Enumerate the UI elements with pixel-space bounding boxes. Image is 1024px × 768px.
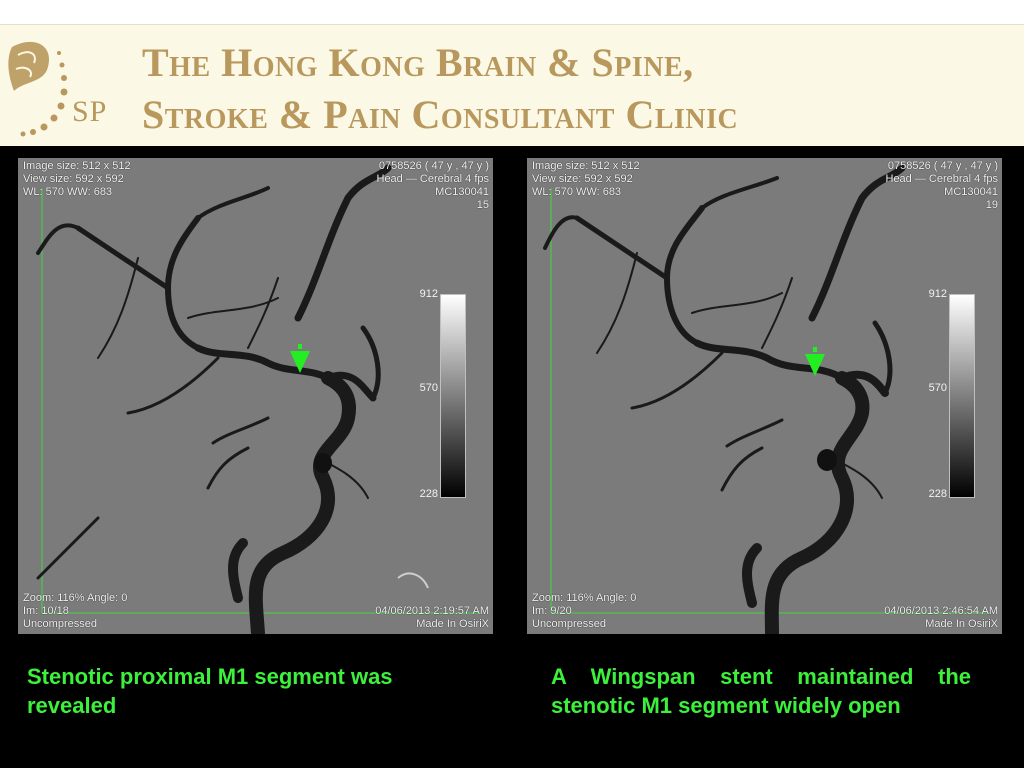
scale-min-label: 228 [928, 488, 947, 500]
overlay-bottom-right: 04/06/2013 2:46:54 AM Made In OsiriX [884, 605, 998, 630]
caption-after: A Wingspan stent maintained the stenotic… [551, 664, 971, 718]
angiogram-before-image [18, 158, 493, 634]
overlay-top-left: Image size: 512 x 512 View size: 592 x 5… [23, 160, 131, 198]
clinic-title-line-2: Stroke & Pain Consultant Clinic [142, 92, 739, 137]
overlay-bottom-left: Zoom: 116% Angle: 0 Im: 9/20 Uncompresse… [532, 592, 637, 630]
angiogram-after-image [527, 158, 1002, 634]
overlay-top-right: 0758526 ( 47 y , 47 y ) Head — Cerebral … [376, 160, 490, 211]
top-white-strip [0, 0, 1024, 24]
caption-before: Stenotic proximal M1 segment was reveale… [27, 664, 393, 718]
overlay-bottom-left: Zoom: 116% Angle: 0 Im: 10/18 Uncompress… [23, 592, 128, 630]
stenosis-arrow-icon [290, 351, 310, 373]
grayscale-bar [440, 294, 466, 498]
angiogram-before-panel: Image size: 512 x 512 View size: 592 x 5… [18, 158, 493, 634]
brain-spine-logo-icon [8, 41, 68, 137]
clinic-banner: SP The Hong Kong Brain & Spine, Stroke &… [0, 24, 1024, 146]
angiogram-after-panel: Image size: 512 x 512 View size: 592 x 5… [527, 158, 1002, 634]
scale-min-label: 228 [419, 488, 438, 500]
scale-mid-label: 570 [928, 382, 947, 394]
overlay-top-right: 0758526 ( 47 y , 47 y ) Head — Cerebral … [885, 160, 999, 211]
scale-mid-label: 570 [419, 382, 438, 394]
scale-max-label: 912 [928, 288, 947, 300]
scale-max-label: 912 [419, 288, 438, 300]
clinic-title-line-1: The Hong Kong Brain & Spine, [142, 40, 694, 85]
stent-arrow-icon [805, 354, 825, 376]
overlay-bottom-right: 04/06/2013 2:19:57 AM Made In OsiriX [375, 605, 489, 630]
grayscale-bar [949, 294, 975, 498]
overlay-top-left: Image size: 512 x 512 View size: 592 x 5… [532, 160, 640, 198]
logo-initials: SP [72, 95, 108, 128]
